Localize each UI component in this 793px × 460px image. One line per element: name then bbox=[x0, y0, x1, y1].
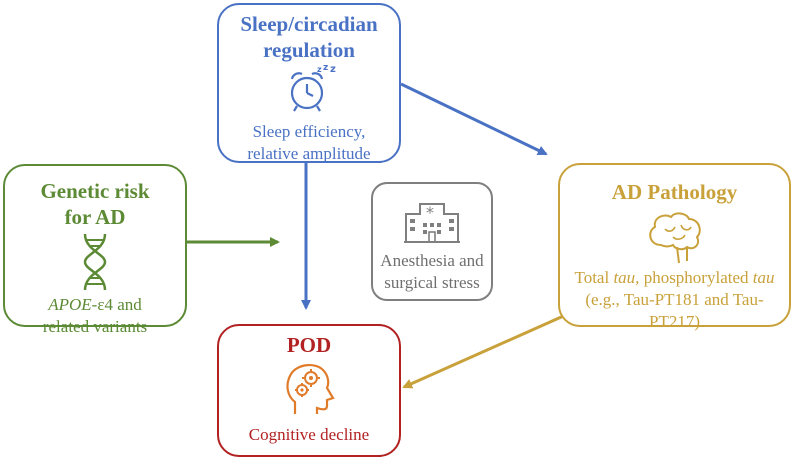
genetic-title: Genetic risk for AD bbox=[5, 178, 185, 230]
anesthesia-desc-line1: Anesthesia and bbox=[380, 251, 484, 270]
genetic-risk-box: Genetic risk for AD APOE-ε4 and related … bbox=[3, 164, 187, 336]
hospital-icon: * bbox=[404, 203, 460, 243]
dna-icon bbox=[83, 233, 107, 291]
genetic-desc-line2: related variants bbox=[42, 317, 148, 336]
ad-pathology-desc-line3: PT217) bbox=[649, 312, 700, 331]
alarm-clock-icon: z z z bbox=[290, 63, 336, 112]
sleep-description: Sleep efficiency, relative amplitude bbox=[219, 121, 399, 165]
ad-pathology-desc-line1: Total tau, phosphorylated tau bbox=[560, 267, 789, 289]
ad-desc-tau-1: tau, bbox=[613, 268, 640, 287]
pod-box: POD Cognitive decline bbox=[217, 324, 401, 457]
ad-desc-total: Total bbox=[574, 268, 614, 287]
sleep-circadian-box: Sleep/circadian regulation z z z Sleep e… bbox=[217, 3, 401, 163]
ad-pathology-desc-line2: (e.g., Tau-PT181 and Tau- bbox=[585, 290, 764, 309]
svg-text:z: z bbox=[317, 65, 322, 74]
sleep-title-line1: Sleep/circadian bbox=[240, 12, 378, 36]
arrow-sleep-to-ad-pathology bbox=[400, 82, 548, 156]
anesthesia-description: Anesthesia and surgical stress bbox=[373, 250, 491, 294]
sleep-desc-line1: Sleep efficiency, bbox=[252, 122, 366, 141]
sleep-title: Sleep/circadian regulation bbox=[219, 11, 399, 63]
pod-title: POD bbox=[286, 333, 332, 357]
svg-text:z: z bbox=[330, 64, 336, 75]
genetic-desc-line1-rest: -ε4 and bbox=[91, 295, 142, 314]
ad-desc-tau-2: tau bbox=[752, 268, 775, 287]
anesthesia-box: * Anesthesia and surgical stress bbox=[371, 182, 493, 301]
head-gears-icon bbox=[286, 364, 335, 414]
genetic-title-line1: Genetic risk bbox=[40, 179, 150, 203]
anesthesia-desc-line2: surgical stress bbox=[384, 273, 480, 292]
apoe-gene-label: APOE bbox=[48, 295, 92, 314]
pod-description: Cognitive decline bbox=[248, 425, 370, 444]
sleep-desc-line2: relative amplitude bbox=[247, 144, 371, 163]
genetic-desc-line1: APOE-ε4 and bbox=[5, 294, 185, 316]
genetic-title-line2: for AD bbox=[64, 205, 126, 229]
arrow-ad-pathology-to-pod bbox=[402, 312, 569, 389]
ad-pathology-title: AD Pathology bbox=[611, 180, 738, 204]
svg-text:z: z bbox=[323, 63, 328, 73]
genetic-description: APOE-ε4 and related variants bbox=[5, 294, 185, 338]
ad-pathology-box: AD Pathology Total tau, phosphorylated t… bbox=[558, 163, 791, 331]
ad-pathology-description: Total tau, phosphorylated tau (e.g., Tau… bbox=[560, 267, 789, 333]
brain-icon bbox=[648, 212, 701, 264]
ad-desc-phosphorylated: phosphorylated bbox=[639, 268, 753, 287]
sleep-title-line2: regulation bbox=[263, 38, 355, 62]
svg-text:*: * bbox=[426, 203, 434, 222]
